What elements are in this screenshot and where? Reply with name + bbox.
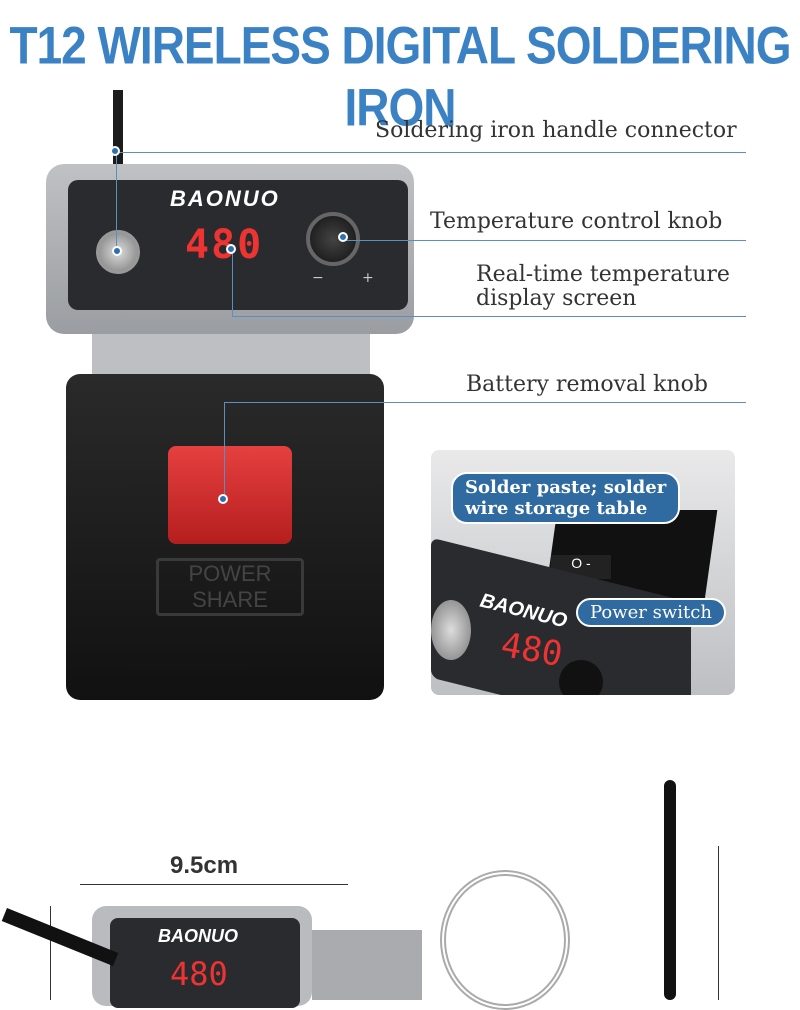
station-base — [92, 334, 370, 374]
width-dimension: 9.5cm — [170, 852, 239, 879]
station-side — [312, 930, 422, 1000]
callout-line — [224, 402, 225, 498]
storage-text-1: Solder paste; solder — [465, 477, 667, 498]
callout-battery-knob: Battery removal knob — [466, 372, 708, 397]
callout-temp-knob: Temperature control knob — [430, 209, 723, 234]
brand-small: BAONUO — [158, 926, 238, 946]
callout-line — [116, 152, 746, 153]
callout-handle-connector: Soldering iron handle connector — [375, 118, 737, 143]
temperature-display: 480 — [185, 222, 264, 268]
callout-line — [232, 316, 746, 317]
battery-removal-knob — [168, 446, 292, 544]
callout-dot — [218, 494, 228, 504]
callout-dot — [226, 244, 236, 254]
callout-line — [232, 250, 233, 316]
height-dimension-line — [50, 906, 51, 1000]
display-label-2: display screen — [476, 286, 637, 311]
callout-dot — [110, 146, 120, 156]
power-switch-callout: Power switch — [576, 598, 726, 627]
inset-knob — [559, 660, 603, 695]
plus-mark: + — [362, 270, 374, 286]
minus-mark: − — [312, 270, 324, 286]
dimension-line — [80, 884, 348, 885]
callout-line — [116, 152, 117, 252]
panel-small — [110, 918, 300, 1008]
display-label-1: Real-time temperature — [476, 262, 730, 287]
storage-text-2: wire storage table — [465, 498, 648, 519]
display-small: 480 — [170, 955, 228, 993]
temperature-knob — [306, 212, 360, 266]
callout-line — [344, 240, 746, 241]
height-dimension-line — [718, 846, 719, 1000]
iron-handle — [664, 780, 676, 1000]
power-text: POWER — [188, 561, 272, 586]
page-title: T12 WIRELESS DIGITAL SOLDERING IRON — [9, 15, 791, 137]
callout-dot — [112, 246, 122, 256]
share-text: SHARE — [192, 587, 268, 612]
callout-line — [224, 402, 746, 403]
inset-connector — [431, 600, 471, 660]
callout-dot — [338, 232, 348, 242]
brand-logo: BAONUO — [170, 186, 280, 211]
iron-holder-coil — [440, 870, 570, 1010]
